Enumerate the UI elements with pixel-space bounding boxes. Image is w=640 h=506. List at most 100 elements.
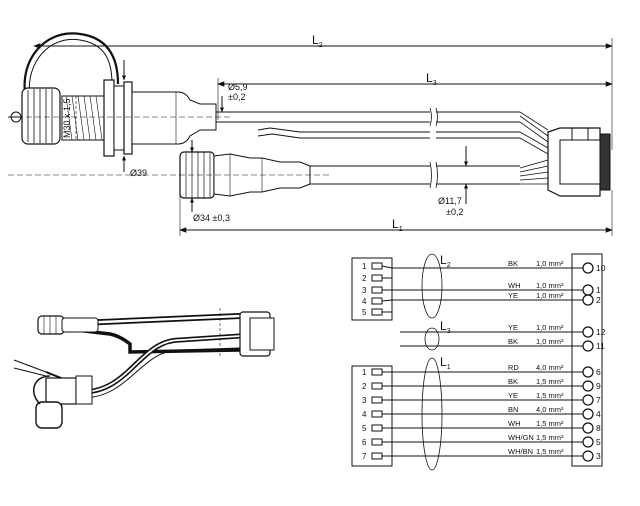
wire-color-label: BK bbox=[508, 337, 518, 346]
pin-label: 2 bbox=[362, 382, 367, 391]
wire-color-label: WH bbox=[508, 419, 521, 428]
connector-pin bbox=[371, 424, 383, 432]
pin-label: 1 bbox=[362, 262, 367, 271]
wire-section-label: 1,5 mm² bbox=[536, 391, 564, 400]
terminal-circle bbox=[582, 408, 594, 420]
connector-pin bbox=[371, 382, 383, 390]
terminal-number: 9 bbox=[596, 381, 601, 391]
panel-flange bbox=[103, 79, 115, 157]
connector-body bbox=[131, 91, 217, 145]
cable-diameter-2-label: Ø11,7 bbox=[438, 196, 462, 206]
terminal-circle bbox=[582, 394, 594, 406]
terminal-circle bbox=[582, 262, 594, 274]
l3-label: L3 bbox=[426, 71, 437, 87]
terminal-number: 12 bbox=[596, 327, 606, 337]
connector-pin bbox=[371, 308, 383, 316]
cable-tolerance-2-label: ±0,2 bbox=[446, 207, 463, 217]
connector-pin bbox=[371, 262, 383, 270]
pin-label: 7 bbox=[362, 452, 367, 461]
perspective-sketch bbox=[13, 308, 275, 429]
terminal-number: 11 bbox=[596, 341, 605, 351]
panel-diameter-label: Ø39 bbox=[130, 168, 147, 178]
wire-color-label: BN bbox=[508, 405, 518, 414]
terminal-number: 8 bbox=[596, 423, 601, 433]
schematic-l3-label: L3 bbox=[440, 319, 451, 335]
pin-label: 3 bbox=[362, 396, 367, 405]
terminal-circle bbox=[582, 366, 594, 378]
wire-section-label: 1,0 mm² bbox=[536, 323, 564, 332]
terminal-number: 10 bbox=[596, 263, 606, 273]
connector-pin bbox=[371, 368, 383, 376]
terminal-circle bbox=[582, 284, 594, 296]
cable-tolerance-1-label: ±0,2 bbox=[228, 92, 245, 102]
wire-section-label: 1,0 mm² bbox=[536, 337, 564, 346]
wire-section-label: 1,5 mm² bbox=[536, 377, 564, 386]
wiring-schematic bbox=[351, 253, 603, 471]
terminal-circle bbox=[582, 326, 594, 338]
terminal-number: 7 bbox=[596, 395, 601, 405]
wire-section-label: 1,0 mm² bbox=[536, 259, 564, 268]
terminal-number: 1 bbox=[596, 285, 601, 295]
connector-pin bbox=[371, 297, 383, 305]
terminal-circle bbox=[582, 294, 594, 306]
pin-link bbox=[381, 299, 393, 302]
l1-label: L1 bbox=[392, 217, 403, 233]
wire-section-label: 1,0 mm² bbox=[536, 281, 564, 290]
cable-diameter-1-label: Ø5,9 bbox=[228, 82, 248, 92]
wire-section-label: 1,0 mm² bbox=[536, 291, 564, 300]
thread-label: M30 x 1,5 bbox=[62, 98, 72, 138]
schematic-l2-label: L2 bbox=[440, 253, 451, 269]
cable-assembly-drawing bbox=[8, 32, 613, 236]
l2-cable-sheath bbox=[421, 253, 443, 319]
pin-jumper bbox=[382, 268, 393, 279]
terminal-number: 6 bbox=[596, 367, 601, 377]
pin-jumper bbox=[382, 304, 393, 313]
terminal-number: 4 bbox=[596, 409, 601, 419]
connector-pin bbox=[371, 452, 383, 460]
wire-section-label: 1,5 mm² bbox=[536, 447, 564, 456]
connector-pin bbox=[371, 274, 383, 282]
nut-diameter-label: Ø34 ±0,3 bbox=[193, 213, 230, 223]
wire-section-label: 1,5 mm² bbox=[536, 433, 564, 442]
connector-pin bbox=[371, 396, 383, 404]
dust-cap bbox=[21, 87, 61, 145]
wire-color-label: WH/GN bbox=[508, 433, 534, 442]
pin-label: 2 bbox=[362, 274, 367, 283]
schematic-l1-label: L1 bbox=[440, 355, 451, 371]
connector-pin bbox=[371, 286, 383, 294]
pin-label: 4 bbox=[362, 410, 367, 419]
l2-label: L2 bbox=[312, 33, 323, 49]
wire-color-label: BK bbox=[508, 259, 518, 268]
connector-pin bbox=[371, 410, 383, 418]
pin-label: 5 bbox=[362, 308, 367, 317]
connector-seal bbox=[599, 133, 611, 191]
wire-section-label: 4,0 mm² bbox=[536, 363, 564, 372]
wire-color-label: WH bbox=[508, 281, 521, 290]
terminal-circle bbox=[582, 380, 594, 392]
wire-color-label: BK bbox=[508, 377, 518, 386]
wire-color-label: WH/BN bbox=[508, 447, 533, 456]
pin-label: 3 bbox=[362, 286, 367, 295]
l3-cable-sheath bbox=[424, 327, 440, 351]
pin-label: 6 bbox=[362, 438, 367, 447]
terminal-circle bbox=[582, 340, 594, 352]
terminal-circle bbox=[582, 436, 594, 448]
wire-section-label: 4,0 mm² bbox=[536, 405, 564, 414]
connector-pin bbox=[371, 438, 383, 446]
wire-color-label: RD bbox=[508, 363, 519, 372]
dust-cap-strap bbox=[23, 32, 120, 119]
terminal-number: 5 bbox=[596, 437, 601, 447]
wire-section-label: 1,5 mm² bbox=[536, 419, 564, 428]
wire-color-label: YE bbox=[508, 291, 518, 300]
wire-color-label: YE bbox=[508, 391, 518, 400]
pin-label: 1 bbox=[362, 368, 367, 377]
terminal-circle bbox=[582, 450, 594, 462]
pin-label: 5 bbox=[362, 424, 367, 433]
terminal-circle bbox=[582, 422, 594, 434]
pin-label: 4 bbox=[362, 297, 367, 306]
terminal-number: 3 bbox=[596, 451, 601, 461]
terminal-number: 2 bbox=[596, 295, 601, 305]
wire-color-label: YE bbox=[508, 323, 518, 332]
